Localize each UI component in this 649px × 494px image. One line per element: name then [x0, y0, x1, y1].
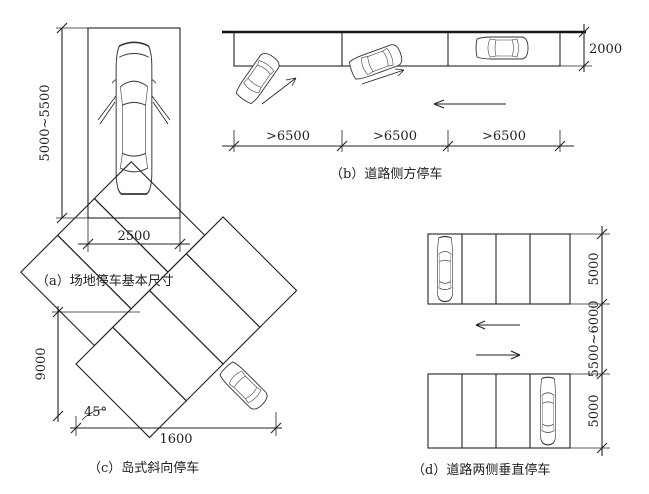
spacing-tick-3 [442, 140, 454, 152]
depth-tick-top [578, 26, 590, 38]
maneuver-arrow-2 [361, 68, 405, 85]
caption-d: （d）道路两侧垂直停车 [412, 462, 550, 478]
spacing-label-2: >6500 [373, 129, 417, 144]
width-tick-right [174, 238, 186, 250]
car-parked [475, 36, 529, 60]
spacing-tick-1 [228, 140, 240, 152]
bottom-label: 5000 [587, 394, 602, 427]
height-tick-bottom [52, 410, 64, 422]
depth-tick-bottom [578, 60, 590, 72]
bottom-stall-row [427, 373, 571, 449]
height-label: 9000 [34, 347, 49, 380]
angle-arc [81, 409, 107, 421]
caption-c: （c）岛式斜向停车 [88, 460, 199, 476]
panel-c: 45° 9000 1600 （c）岛式斜向停车 [20, 160, 298, 476]
maneuver-arrow-1 [261, 77, 297, 105]
car-top-view [111, 41, 157, 195]
car-open-doors [97, 95, 171, 121]
width-tick-left [82, 238, 94, 250]
depth-label: 2000 [589, 42, 622, 57]
tick-4 [596, 442, 608, 454]
traffic-direction-arrow [433, 99, 506, 109]
length-tick-bottom [56, 212, 68, 224]
panel-d: 5000 5500~6000 5000 （d）道路两侧垂直停车 [412, 226, 610, 478]
tick-2 [596, 298, 608, 310]
spacing-label-1: >6500 [266, 129, 310, 144]
traffic-arrow-left [475, 320, 520, 330]
parking-stall-outline [87, 27, 181, 219]
panel-b: 2000 >6500 >6500 >6500 （b）道路侧方停车 [222, 24, 622, 182]
angle-label: 45° [84, 405, 107, 420]
spacing-tick-4 [554, 140, 566, 152]
length-label: 5000~5500 [38, 84, 53, 161]
caption-b: （b）道路侧方停车 [330, 166, 442, 182]
middle-label: 5500~6000 [587, 300, 602, 377]
length-tick-top [56, 22, 68, 34]
top-label: 5000 [587, 252, 602, 285]
width-label: 2500 [117, 229, 150, 244]
angled-stalls-lower [75, 216, 298, 439]
traffic-arrow-right [476, 350, 521, 360]
width-label: 1600 [159, 432, 192, 447]
car-entering-2 [347, 42, 405, 82]
car-entering-1 [233, 49, 283, 107]
car-top-row [436, 235, 454, 303]
spacing-tick-2 [336, 140, 348, 152]
tick-1 [596, 228, 608, 240]
tick-3 [596, 368, 608, 380]
top-stall-row [427, 233, 571, 305]
car-angled-stall [217, 359, 271, 413]
car-bottom-row [539, 376, 557, 446]
caption-a: （a）场地停车基本尺寸 [36, 273, 174, 289]
spacing-label-3: >6500 [482, 129, 526, 144]
panel-a: 5000~5500 2500 （a）场地停车基本尺寸 [36, 22, 190, 289]
car-open-doors-edge [99, 101, 169, 125]
